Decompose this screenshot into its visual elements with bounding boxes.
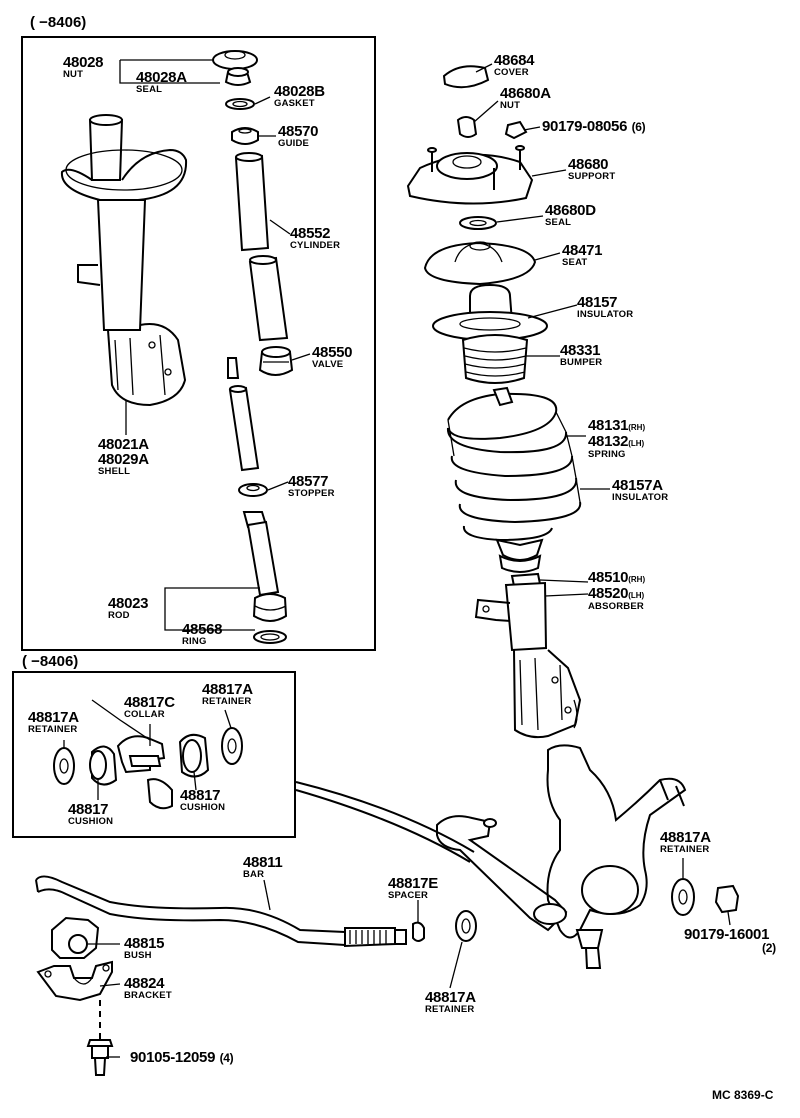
label-48131: 48131(RH) 48132(LH) SPRING <box>588 417 646 460</box>
rod-part <box>227 357 288 644</box>
stabilizer-bar-part <box>35 875 407 948</box>
nut-seal-gasket-parts <box>212 50 258 110</box>
label-90179-16001: 90179-16001(2) <box>684 926 776 955</box>
bush-bracket-parts <box>36 916 114 1076</box>
knuckle-part <box>546 744 687 969</box>
upper-inset-frame <box>21 36 376 651</box>
shell-part <box>60 114 188 407</box>
spacer-retainer-parts <box>412 910 477 942</box>
cylinder-part <box>234 152 289 342</box>
bumper-part <box>461 334 529 384</box>
absorber-part <box>474 572 582 739</box>
link-rod <box>295 789 471 863</box>
seal-48680D-part <box>459 216 497 230</box>
insulator-48157A-part <box>495 538 544 573</box>
lower-inset-header: ( −8406) <box>22 653 79 670</box>
insulator-48157-part <box>432 283 548 341</box>
label-48510: 48510(RH) 48520(LH) ABSORBER <box>588 569 646 612</box>
leader-lines <box>63 59 731 1058</box>
figure-code: MC 8369-C <box>712 1088 774 1102</box>
label-90179-08056: 90179-08056 (6) <box>542 118 646 135</box>
label-90105-12059: 90105-12059 (4) <box>130 1049 234 1066</box>
right-retainer-nut-parts <box>671 878 740 916</box>
support-part <box>406 145 534 205</box>
valve-part <box>258 346 294 376</box>
guide-part <box>231 127 259 145</box>
lower-inset-frame <box>12 671 296 838</box>
upper-inset-header: ( −8406) <box>30 14 87 31</box>
link-bushing-parts <box>53 727 243 810</box>
seat-part <box>423 241 537 286</box>
spring-part <box>446 386 582 542</box>
control-arm-part <box>436 815 568 932</box>
